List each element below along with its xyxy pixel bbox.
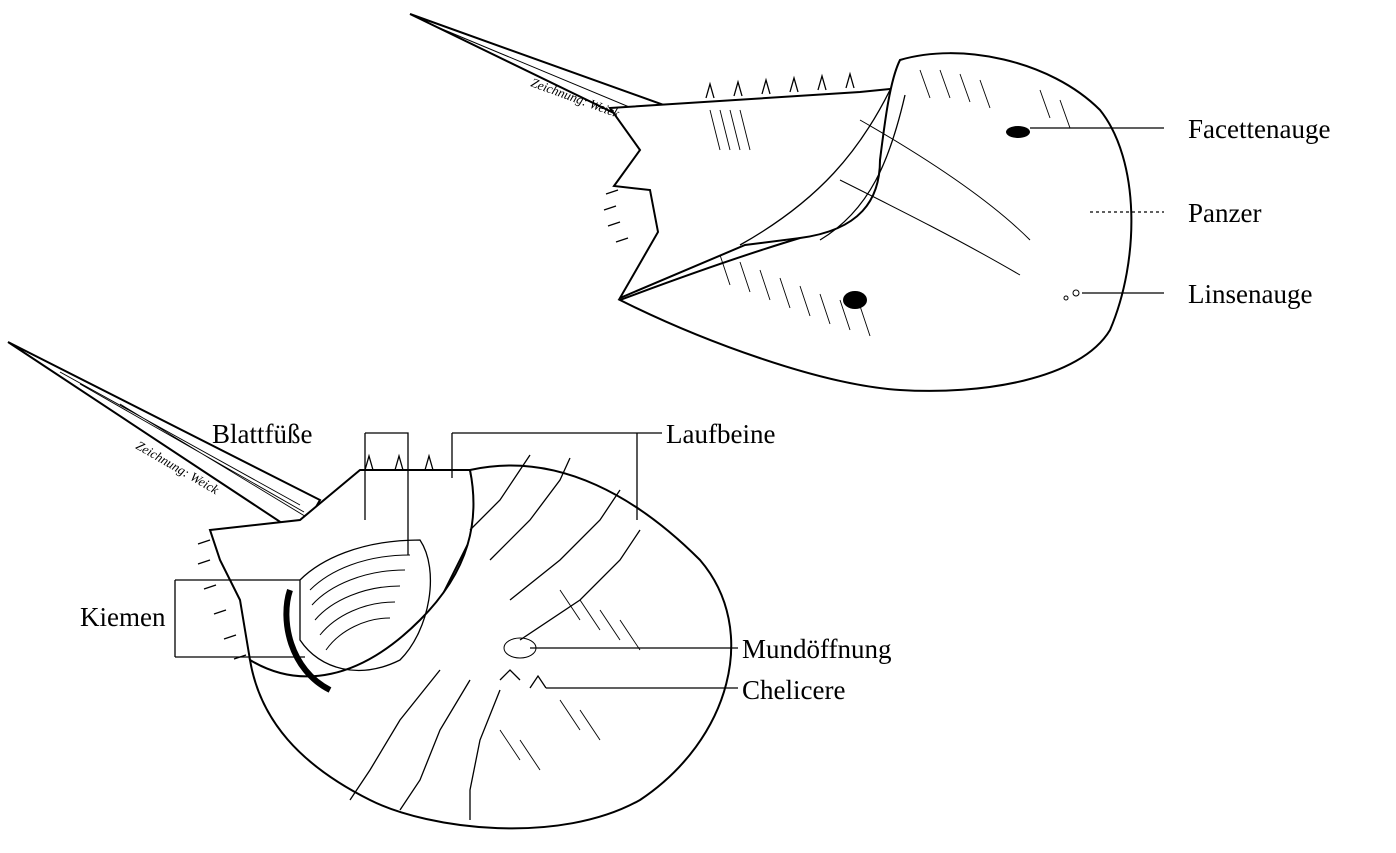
top-facet-eye: [1006, 126, 1030, 138]
label-kiemen: Kiemen: [80, 602, 166, 632]
top-crab-dorsal-view: Zeichnung: Weick Facettenauge Panzer Lin…: [410, 14, 1330, 391]
label-panzer: Panzer: [1188, 198, 1261, 228]
label-facettenauge: Facettenauge: [1188, 114, 1330, 144]
label-blattfuesse: Blattfüße: [212, 419, 312, 449]
label-linsenauge: Linsenauge: [1188, 279, 1312, 309]
top-dorsal-spot: [843, 291, 867, 309]
label-laufbeine: Laufbeine: [666, 419, 775, 449]
bottom-crab-ventral-view: Zeichnung: Weick Blattfüße Laufbeine Kie…: [8, 342, 892, 828]
label-mundoeffnung: Mundöffnung: [742, 634, 892, 664]
label-chelicere: Chelicere: [742, 675, 845, 705]
